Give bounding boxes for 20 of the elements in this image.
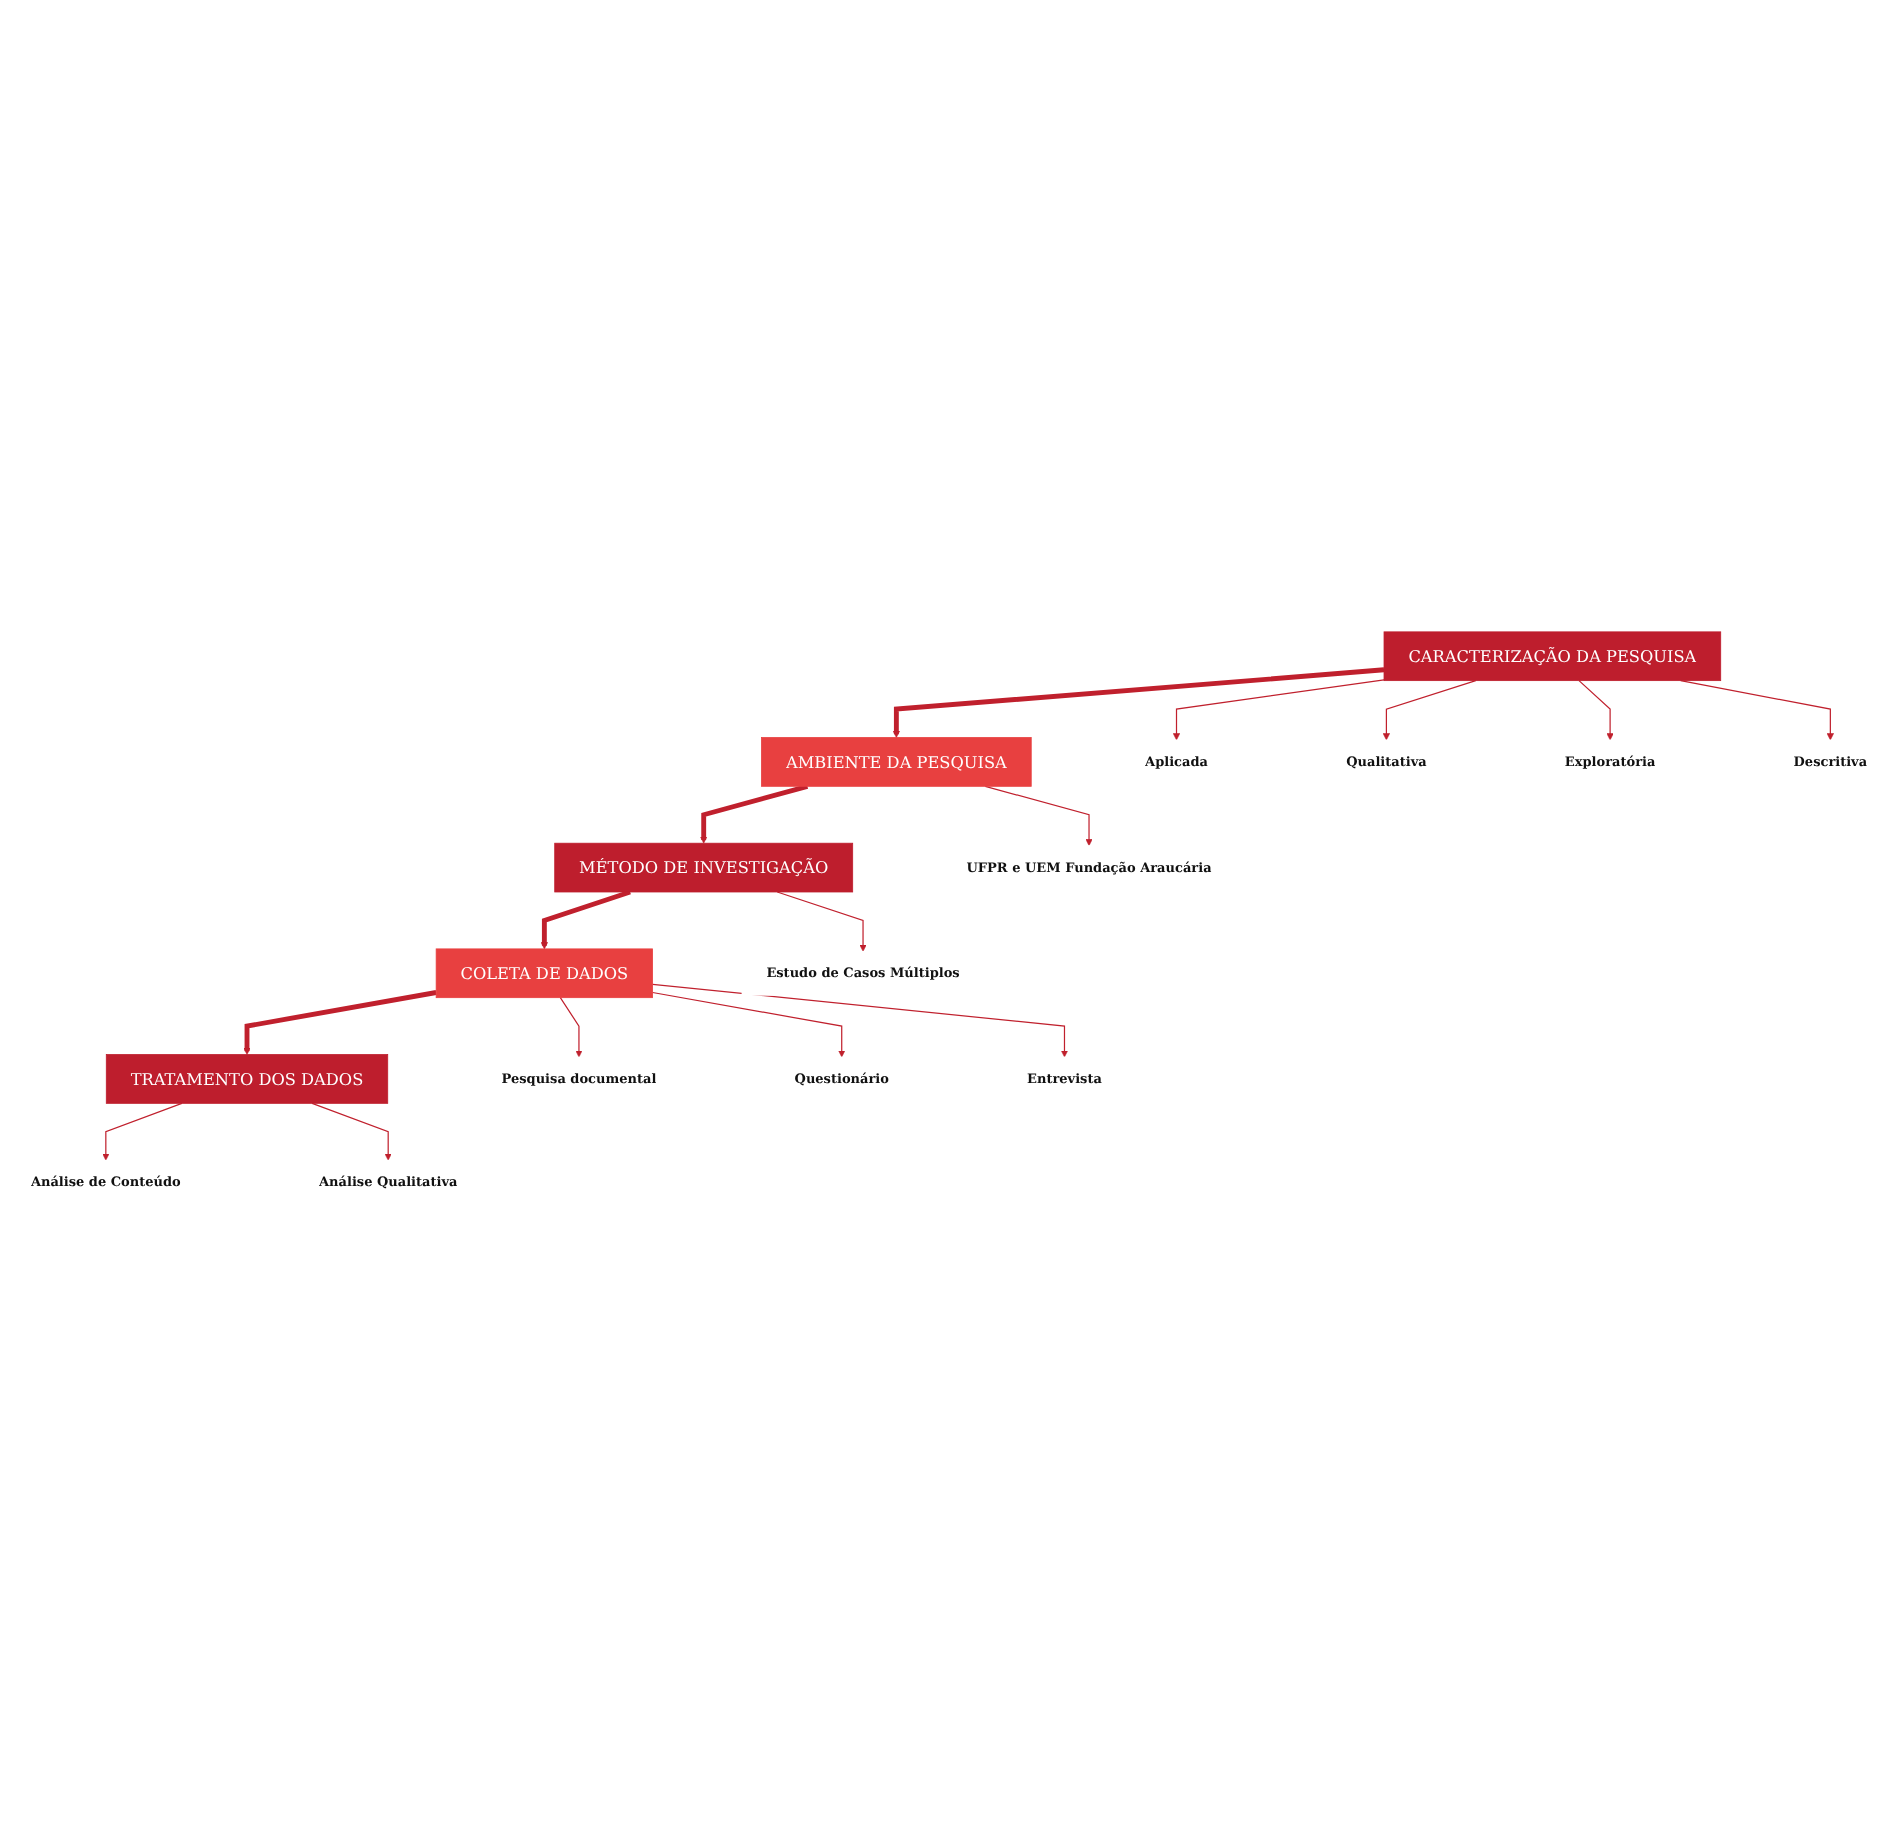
node-box: AMBIENTE DA PESQUISA [761,737,1032,787]
node-box: CARACTERIZAÇÃO DA PESQUISA [1383,631,1722,682]
arrow [1172,679,1385,741]
arrow [243,990,437,1055]
arrow [651,983,1069,1058]
arrow [311,1102,392,1161]
arrow [651,991,846,1058]
arrow [1680,680,1834,741]
arrow [102,1102,183,1161]
arrow [892,667,1385,738]
arrow [559,997,583,1058]
arrow [1578,680,1614,741]
node-box: TRATAMENTO DOS DADOS [105,1054,389,1104]
arrow [1382,680,1477,741]
arrow [540,889,631,950]
arrow [700,783,809,844]
node-box: COLETA DE DADOS [435,948,653,999]
arrow [984,785,1093,846]
arrow [776,891,867,952]
node-box: MÉTODO DE INVESTIGAÇÃO [554,842,854,893]
